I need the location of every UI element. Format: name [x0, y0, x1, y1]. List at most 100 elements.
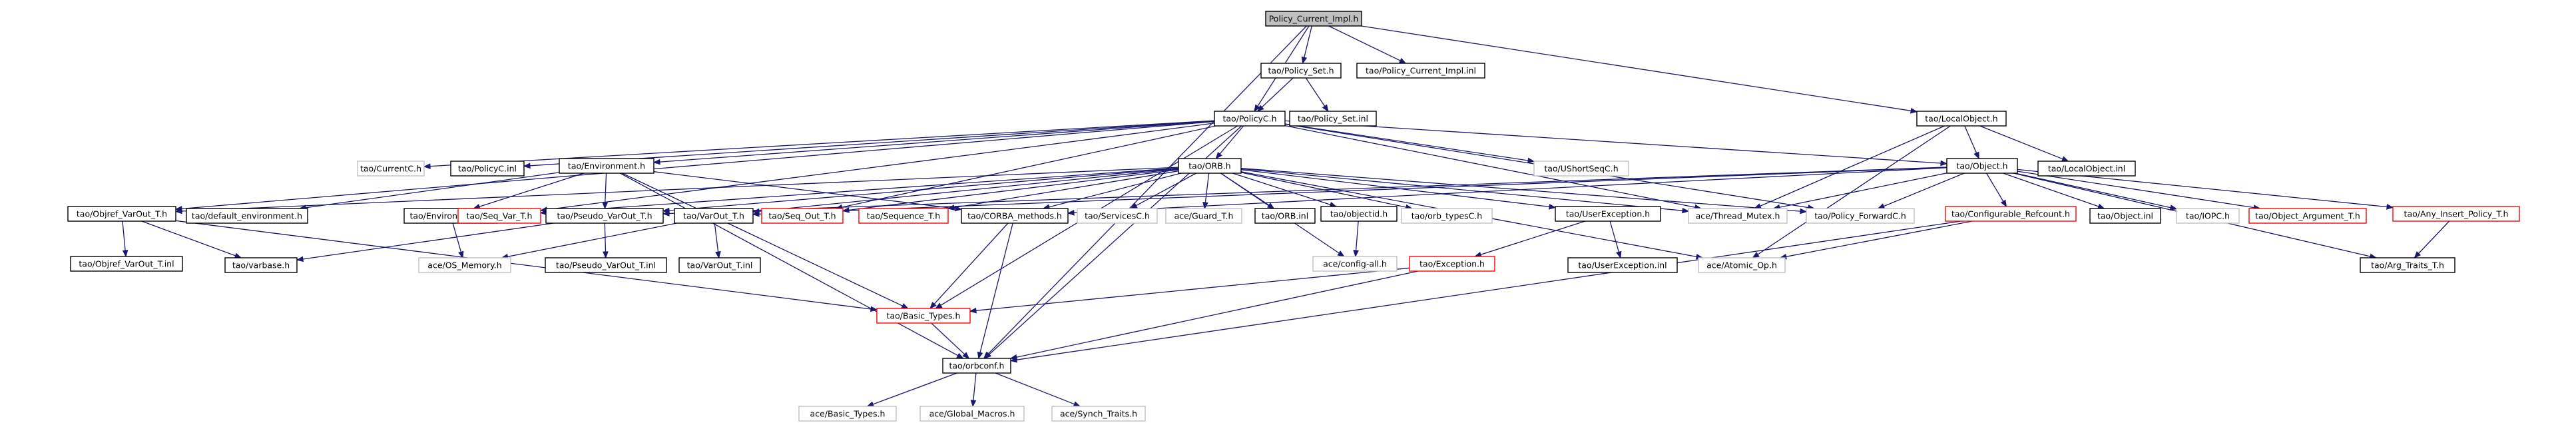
node-configurable_refcount_h[interactable]: tao/Configurable_Refcount.h: [1945, 206, 2077, 222]
node-varout_t_inl[interactable]: tao/VarOut_T.inl: [678, 257, 761, 273]
node-box: [858, 208, 949, 224]
node-policyc_inl[interactable]: tao/PolicyC.inl: [450, 161, 525, 177]
node-label: tao/UserException.h: [1566, 209, 1650, 219]
node-box: [224, 257, 298, 273]
node-objref_varout_t_inl[interactable]: tao/Objref_VarOut_T.inl: [70, 256, 183, 272]
edge-orbconf_h-to-synch_traits_h: [995, 372, 1081, 407]
node-arg_traits_t_h[interactable]: tao/Arg_Traits_T.h: [2360, 257, 2455, 273]
node-orbconf_h[interactable]: tao/orbconf.h: [942, 358, 1011, 374]
node-label: tao/Pseudo_VarOut_T.inl: [556, 260, 656, 270]
edge-environment_h-to-pseudo_varout_t_h: [602, 173, 609, 210]
node-box: [1178, 158, 1242, 174]
edge-orb_h-to-userexception_h: [1240, 169, 1557, 210]
edge-root-to-policy_current_impl_inl: [1328, 25, 1407, 64]
node-box: [186, 208, 308, 224]
node-ushortseqc_h: tao/UShortSeqC.h: [1533, 161, 1629, 177]
node-box: [942, 358, 1011, 374]
edge-environment_h-to-environment_inl: [473, 173, 584, 210]
node-label: tao/Arg_Traits_T.h: [2371, 260, 2444, 270]
node-box: [2392, 206, 2520, 222]
node-label: tao/Objref_VarOut_T.inl: [79, 259, 174, 269]
node-exception_h[interactable]: tao/Exception.h: [1409, 256, 1495, 272]
node-servicesc_h: tao/ServicesC.h: [1077, 208, 1158, 224]
node-sequence_t_h[interactable]: tao/Sequence_T.h: [858, 208, 949, 224]
node-any_insert_policy_t_h[interactable]: tao/Any_Insert_Policy_T.h: [2392, 206, 2520, 222]
node-label: tao/VarOut_T.h: [683, 211, 744, 221]
node-varout_t_h[interactable]: tao/VarOut_T.h: [674, 208, 754, 224]
edge-policyc_h-to-object_h: [1284, 120, 1948, 167]
node-environment_h[interactable]: tao/Environment.h: [559, 158, 654, 174]
node-label: tao/PolicyC.h: [1223, 114, 1277, 124]
node-basic_types_ace_h: ace/Basic_Types.h: [798, 406, 897, 422]
node-label: tao/ServicesC.h: [1085, 211, 1150, 221]
node-objref_varout_t_h[interactable]: tao/Objref_VarOut_T.h: [67, 206, 176, 222]
node-orb_h[interactable]: tao/ORB.h: [1178, 158, 1242, 174]
node-objectid_h[interactable]: tao/objectid.h: [1320, 206, 1398, 222]
node-box: [1806, 208, 1915, 224]
node-corba_methods_h[interactable]: tao/CORBA_methods.h: [961, 208, 1069, 224]
node-policy_set_inl[interactable]: tao/Policy_Set.inl: [1289, 111, 1377, 127]
node-userexception_inl[interactable]: tao/UserException.inl: [1567, 257, 1678, 273]
node-label: tao/CurrentC.h: [360, 164, 421, 174]
node-box: [1289, 111, 1377, 127]
node-box: [1409, 256, 1495, 272]
node-box: [1533, 161, 1629, 177]
node-label: tao/Policy_ForwardC.h: [1814, 211, 1906, 221]
node-seq_var_t_h[interactable]: tao/Seq_Var_T.h: [457, 208, 541, 224]
node-box: [798, 406, 897, 422]
node-label: tao/UShortSeqC.h: [1544, 164, 1618, 174]
node-orb_typesc_h: tao/orb_typesC.h: [1401, 208, 1493, 224]
node-box: [2176, 208, 2240, 224]
node-root[interactable]: Policy_Current_Impl.h: [1265, 11, 1362, 27]
node-label: tao/Basic_Types.h: [887, 311, 961, 321]
node-object_argument_t_h[interactable]: tao/Object_Argument_T.h: [2248, 208, 2367, 224]
edge-varout_t_h-to-os_memory_h: [501, 222, 677, 260]
node-pseudo_varout_t_inl[interactable]: tao/Pseudo_VarOut_T.inl: [545, 257, 667, 273]
edge-policyc_h-to-environment_h: [652, 121, 1215, 165]
node-box: [1320, 206, 1398, 222]
node-box: [545, 208, 664, 224]
node-policy_current_impl_inl[interactable]: tao/Policy_Current_Impl.inl: [1356, 63, 1485, 79]
node-label: tao/Any_Insert_Policy_T.h: [2404, 209, 2509, 219]
node-box: [1077, 208, 1158, 224]
node-pseudo_varout_t_h[interactable]: tao/Pseudo_VarOut_T.h: [545, 208, 664, 224]
node-object_inl[interactable]: tao/Object.inl: [2089, 208, 2161, 224]
edge-configurable_refcount_h-to-atomic_op_h: [1779, 220, 1973, 260]
node-label: tao/Object_Argument_T.h: [2255, 211, 2360, 221]
node-object_h[interactable]: tao/Object.h: [1946, 158, 2018, 174]
edge-orb_h-to-seq_out_t_h: [842, 169, 1179, 213]
edge-exception_h-to-orbconf_h: [1009, 270, 1418, 360]
node-box: [559, 158, 654, 174]
node-label: tao/Policy_Current_Impl.inl: [1366, 66, 1476, 76]
edge-pseudo_varout_t_h-to-pseudo_varout_t_inl: [603, 222, 609, 259]
node-seq_out_t_h[interactable]: tao/Seq_Out_T.h: [761, 208, 844, 224]
edge-corba_methods_h-to-basic_types_tao_h: [929, 222, 1009, 309]
node-varbase_h[interactable]: tao/varbase.h: [224, 257, 298, 273]
edge-objref_varout_t_h-to-objref_varout_t_inl: [122, 220, 129, 258]
node-localobject_h[interactable]: tao/LocalObject.h: [1916, 111, 2007, 127]
node-label: ace/Global_Macros.h: [929, 409, 1015, 419]
edge-any_insert_policy_t_h-to-arg_traits_t_h: [2414, 220, 2450, 258]
node-orb_inl[interactable]: tao/ORB.inl: [1254, 208, 1316, 224]
edge-objectid_h-to-config_all_h: [1353, 220, 1359, 258]
node-basic_types_tao_h[interactable]: tao/Basic_Types.h: [876, 308, 971, 324]
node-box: [1916, 111, 2007, 127]
node-policy_set_h[interactable]: tao/Policy_Set.h: [1260, 63, 1342, 79]
node-policy_forwardc_h: tao/Policy_ForwardC.h: [1806, 208, 1915, 224]
node-default_environment_h[interactable]: tao/default_environment.h: [186, 208, 308, 224]
node-localobject_inl[interactable]: tao/LocalObject.inl: [2037, 161, 2136, 177]
node-box: [418, 257, 511, 273]
node-box: [2248, 208, 2367, 224]
node-label: tao/Policy_Set.h: [1268, 66, 1334, 76]
edge-orb_h-to-guard_t_h: [1202, 173, 1210, 210]
edge-pseudo_varout_t_h-to-varbase_h: [296, 222, 554, 262]
edge-object_h-to-configurable_refcount_h: [1986, 173, 2007, 208]
node-userexception_h[interactable]: tao/UserException.h: [1555, 206, 1661, 222]
node-label: tao/ORB.h: [1188, 161, 1230, 171]
node-box: [1356, 63, 1485, 79]
node-label: Policy_Current_Impl.h: [1269, 14, 1359, 24]
node-thread_mutex_h: ace/Thread_Mutex.h: [1688, 208, 1788, 224]
node-policyc_h[interactable]: tao/PolicyC.h: [1214, 111, 1286, 127]
node-box: [678, 257, 761, 273]
